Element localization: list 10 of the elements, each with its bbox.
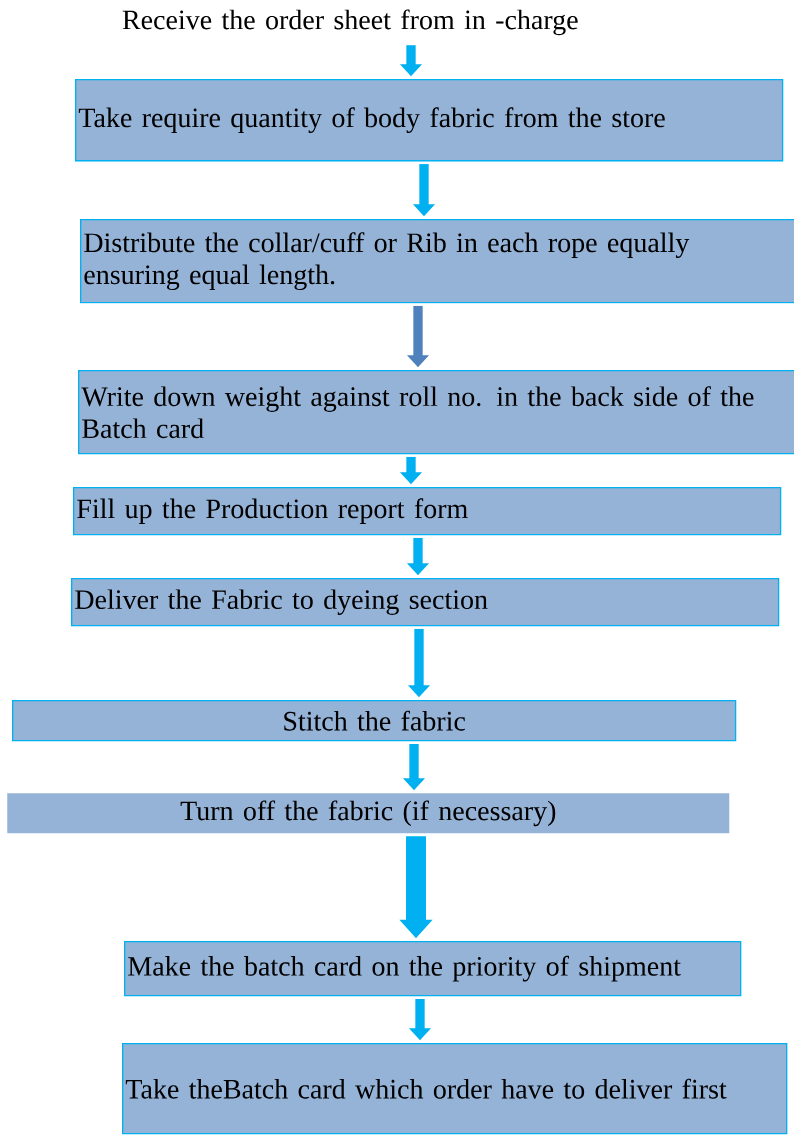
process-box: Take theBatch card which order have to deliver first	[122, 1043, 788, 1135]
process-box: Stitch the fabric	[12, 700, 737, 742]
process-box: Turn off the fabric (if necessary)	[7, 793, 730, 834]
step-text: Receive the order sheet from in -charge	[122, 9, 578, 36]
process-box: Take require quantity of body fabric from the store	[75, 79, 784, 162]
process-box: Distribute the collar/cuff or Rib in each rope equally ensuring equal length.	[80, 219, 794, 304]
process-box: Make the batch card on the priority of shipment	[124, 941, 742, 997]
process-box: Write down weight against roll no. in the back side of the Batch card	[78, 370, 794, 455]
process-box: Fill up the Production report form	[73, 487, 782, 536]
process-box: Deliver the Fabric to dyeing section	[71, 578, 780, 627]
